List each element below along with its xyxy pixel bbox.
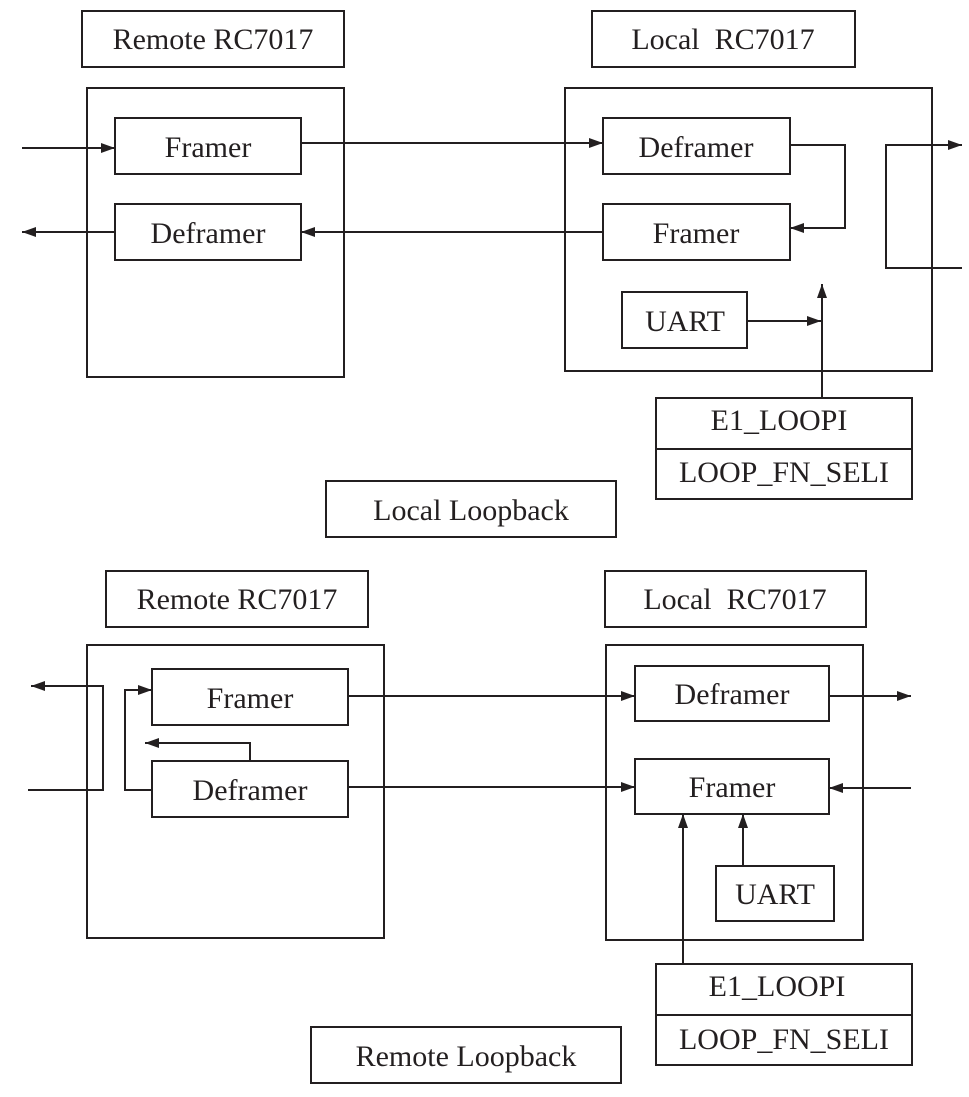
- remote-loopback-figure: Remote RC7017 Local RC7017 Framer Defram…: [28, 570, 913, 1084]
- remote-chip-box: [86, 644, 385, 939]
- local-deframer-label: Deframer: [675, 678, 790, 711]
- local-framer-block: Framer: [602, 203, 791, 261]
- caption-text: Remote Loopback: [356, 1040, 577, 1073]
- local-label-text: Local RC7017: [631, 23, 814, 56]
- register-field-label: E1_LOOPI: [709, 970, 846, 1003]
- remote-loopback-local-label: Local RC7017: [604, 570, 867, 628]
- remote-deframer-block: Deframer: [151, 760, 349, 818]
- remote-line-loop-arrow: [28, 681, 104, 791]
- local-loopback-figure: Remote RC7017 Local RC7017 Framer Defram…: [22, 10, 962, 538]
- local-label-text: Local RC7017: [643, 583, 826, 616]
- remote-framer-label: Framer: [165, 131, 252, 164]
- register-name-label: LOOP_FN_SELI: [679, 456, 889, 489]
- caption-text: Local Loopback: [373, 494, 569, 527]
- remote-framer-label: Framer: [207, 682, 294, 715]
- local-framer-block: Framer: [634, 758, 830, 815]
- remote-loopback-caption: Remote Loopback: [310, 1026, 622, 1084]
- uart-label: UART: [735, 878, 815, 911]
- remote-label-text: Remote RC7017: [137, 583, 338, 616]
- line-side-loop-arrow: [885, 140, 962, 269]
- register-box: E1_LOOPI LOOP_FN_SELI: [655, 397, 913, 500]
- remote-label-text: Remote RC7017: [113, 23, 314, 56]
- remote-framer-block: Framer: [151, 668, 349, 726]
- remote-deframer-label: Deframer: [151, 217, 266, 250]
- local-loopback-remote-label: Remote RC7017: [81, 10, 345, 68]
- uart-label: UART: [645, 305, 725, 338]
- register-name-label: LOOP_FN_SELI: [679, 1023, 889, 1056]
- local-deframer-label: Deframer: [639, 131, 754, 164]
- local-deframer-block: Deframer: [634, 665, 830, 722]
- local-framer-label: Framer: [689, 771, 776, 804]
- register-box: E1_LOOPI LOOP_FN_SELI: [655, 963, 913, 1066]
- remote-deframer-block: Deframer: [114, 203, 302, 261]
- local-framer-label: Framer: [653, 217, 740, 250]
- local-chip-box: [564, 87, 933, 372]
- remote-deframer-label: Deframer: [193, 774, 308, 807]
- remote-framer-block: Framer: [114, 117, 302, 175]
- local-chip-box: [605, 644, 864, 941]
- local-loop-path-arrow: [790, 144, 846, 233]
- uart-block: UART: [621, 291, 748, 349]
- uart-block: UART: [715, 865, 835, 922]
- local-loopback-caption: Local Loopback: [325, 480, 617, 538]
- remote-deframer-feedback-arrow: [145, 738, 251, 761]
- remote-loopback-remote-label: Remote RC7017: [105, 570, 369, 628]
- register-field-label: E1_LOOPI: [711, 404, 848, 437]
- local-loopback-local-label: Local RC7017: [591, 10, 856, 68]
- remote-internal-loop-arrow: [124, 685, 152, 791]
- local-deframer-block: Deframer: [602, 117, 791, 175]
